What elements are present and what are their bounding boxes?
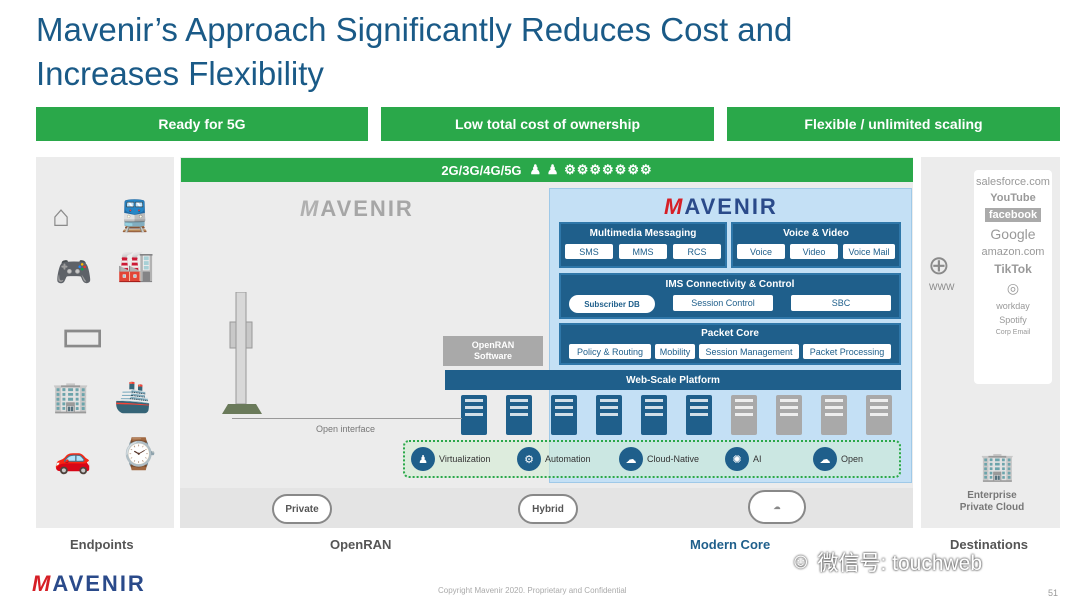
virtualization-icon: ♟ (411, 447, 435, 471)
server-icon (821, 395, 847, 435)
packet-core-box: Packet Core Policy & Routing Mobility Se… (559, 323, 901, 365)
page-number: 51 (1048, 588, 1059, 598)
connected-devices-icons: ♟ ♟ ⚙⚙⚙⚙⚙⚙⚙ (529, 162, 653, 177)
server-icon (686, 395, 712, 435)
server-icon (596, 395, 622, 435)
openran-software-box: OpenRAN Software (443, 336, 543, 366)
feature-virtualization: ♟Virtualization (411, 447, 490, 471)
session-management-module: Session Management (699, 344, 799, 359)
voice-video-title: Voice & Video (783, 228, 849, 239)
brand-corp-email: Corp Email (995, 329, 1031, 336)
cloud-icon: ☁ (619, 447, 643, 471)
brand-salesforce: salesforce.com (976, 176, 1050, 188)
voice-mail-module: Voice Mail (843, 244, 895, 259)
wechat-watermark: ☺微信号: touchweb (790, 550, 983, 575)
features-bar: ♟Virtualization ⚙Automation ☁Cloud-Nativ… (403, 440, 901, 478)
session-control-module: Session Control (673, 295, 773, 311)
wechat-icon: ☺ (790, 550, 812, 573)
buildings-icon: 🏢 (52, 381, 90, 414)
label-modern-core: Modern Core (690, 537, 771, 552)
cell-tower-icon (222, 291, 262, 416)
ship-icon: 🚢 (114, 381, 152, 414)
copyright-text: Copyright Mavenir 2020. Proprietary and … (438, 586, 627, 595)
enterprise-building-icon: 🏢 (980, 451, 1015, 482)
brand-tiktok: TikTok (994, 262, 1032, 276)
brand-youtube: YouTube (990, 192, 1036, 204)
devices-icon: ▭ (60, 309, 106, 362)
feature-cloud-native: ☁Cloud-Native (619, 447, 699, 471)
open-interface-label: Open interface (316, 424, 376, 434)
label-openran: OpenRAN (330, 537, 392, 552)
server-rack (461, 395, 901, 437)
server-icon (461, 395, 487, 435)
enterprise-private-cloud-label: Enterprise Private Cloud (959, 490, 1025, 513)
server-icon (506, 395, 532, 435)
server-icon (731, 395, 757, 435)
sms-module: SMS (565, 244, 613, 259)
mms-module: MMS (619, 244, 667, 259)
slide-title: Mavenir’s Approach Significantly Reduces… (36, 11, 793, 48)
automation-icon: ⚙ (517, 447, 541, 471)
server-icon (776, 395, 802, 435)
smart-home-icon: ⌂ (52, 200, 71, 233)
video-module: Video (790, 244, 838, 259)
sbc-module: SBC (791, 295, 891, 311)
generation-bar: 2G/3G/4G/5G ♟ ♟ ⚙⚙⚙⚙⚙⚙⚙ (181, 158, 913, 182)
feature-ai: ✺AI (725, 447, 762, 471)
globe-icon: ⊕ (928, 250, 950, 280)
server-icon (641, 395, 667, 435)
subscriber-db-module: Subscriber DB (569, 295, 655, 313)
label-endpoints: Endpoints (70, 537, 134, 552)
ai-brain-icon: ✺ (725, 447, 749, 471)
voice-video-box: Voice & Video Voice Video Voice Mail (731, 222, 901, 268)
factory-icon: 🏭 (117, 250, 155, 283)
endpoints-panel (36, 157, 174, 528)
benefit-flexible-scaling: Flexible / unlimited scaling (727, 107, 1060, 141)
gamepad-icon: 🎮 (55, 256, 93, 289)
www-label: WWW (929, 282, 955, 292)
brand-facebook: facebook (984, 208, 1042, 222)
generation-label: 2G/3G/4G/5G (441, 162, 522, 178)
mobility-module: Mobility (655, 344, 695, 359)
brand-google: Google (990, 226, 1036, 242)
policy-routing-module: Policy & Routing (569, 344, 651, 359)
brand-spotify: Spotify (999, 315, 1027, 325)
packet-processing-module: Packet Processing (803, 344, 891, 359)
feature-open: ☁Open (813, 447, 863, 471)
smartwatch-icon: ⌚ (120, 438, 158, 471)
voice-module: Voice (737, 244, 785, 259)
server-icon (551, 395, 577, 435)
multimedia-messaging-title: Multimedia Messaging (589, 228, 697, 239)
slide-title-line2: Increases Flexibility (36, 55, 324, 92)
server-icon (866, 395, 892, 435)
ims-title: IMS Connectivity & Control (665, 279, 795, 290)
public-cloud-icon: ☁ (748, 490, 806, 524)
benefit-ready-5g: Ready for 5G (36, 107, 368, 141)
packet-core-title: Packet Core (701, 328, 759, 339)
destinations-brands: salesforce.com YouTube facebook Google a… (974, 170, 1052, 384)
train-icon: 🚆 (116, 200, 154, 233)
multimedia-messaging-box: Multimedia Messaging SMS MMS RCS (559, 222, 727, 268)
car-icon: 🚗 (54, 442, 92, 475)
benefit-low-tco: Low total cost of ownership (381, 107, 714, 141)
brand-amazon: amazon.com (981, 246, 1045, 258)
open-cloud-icon: ☁ (813, 447, 837, 471)
instagram-icon: ◎ (1006, 280, 1020, 296)
ims-connectivity-box: IMS Connectivity & Control Subscriber DB… (559, 273, 901, 319)
feature-automation: ⚙Automation (517, 447, 591, 471)
label-destinations: Destinations (950, 537, 1029, 552)
private-cloud: Private (272, 494, 332, 524)
web-scale-platform: Web-Scale Platform (445, 370, 901, 390)
open-interface-line (232, 418, 462, 419)
rcs-module: RCS (673, 244, 721, 259)
brand-workday: workday (996, 301, 1030, 311)
hybrid-cloud: Hybrid (518, 494, 578, 524)
